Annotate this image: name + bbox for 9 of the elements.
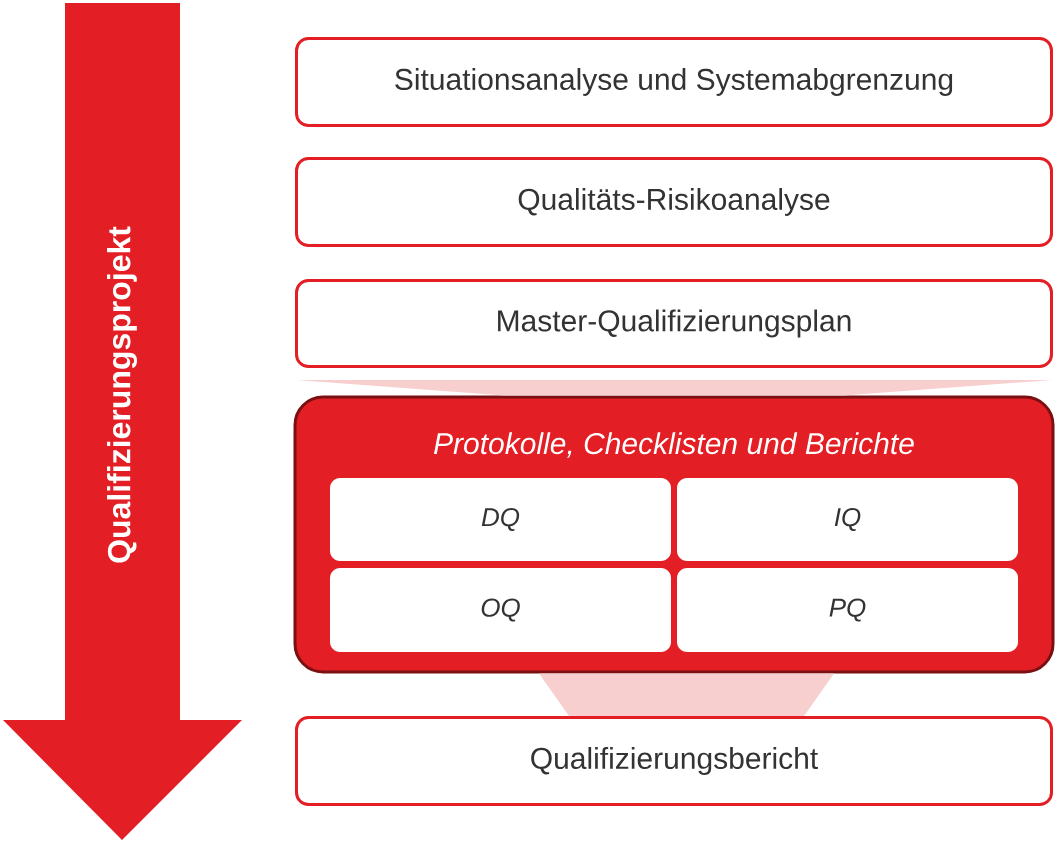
process-box: Qualifizierungsbericht (295, 716, 1053, 806)
phase-box: DQ (330, 478, 671, 561)
phase-box: IQ (677, 478, 1018, 561)
process-box: Situationsanalyse und Systemabgrenzung (295, 37, 1053, 127)
phase-box: PQ (677, 568, 1018, 652)
funnel-connector (539, 673, 834, 716)
process-box: Qualitäts-Risikoanalyse (295, 157, 1053, 247)
phase-box: OQ (330, 568, 671, 652)
process-box: Master-Qualifizierungsplan (295, 279, 1053, 368)
